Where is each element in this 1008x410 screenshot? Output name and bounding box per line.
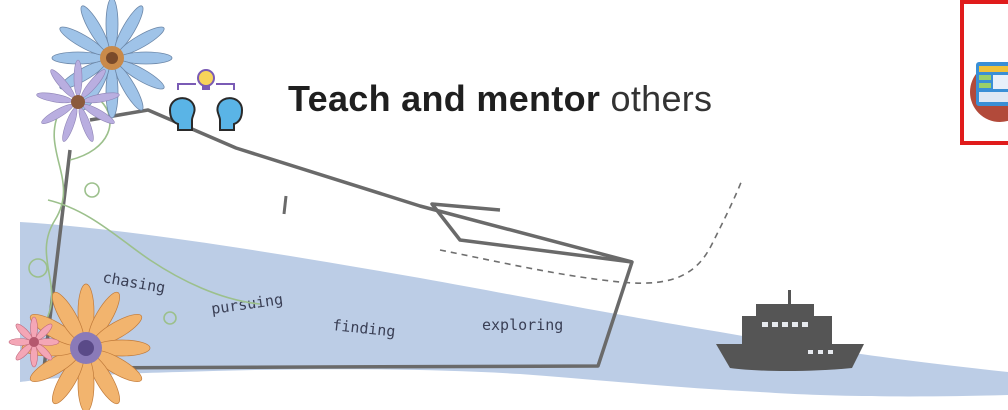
flower-mid-icon — [36, 59, 120, 142]
ship-icon — [716, 290, 864, 371]
frame-top — [89, 108, 633, 264]
slide-heading: Teach and mentor others — [288, 78, 712, 120]
heading-light-text: others — [600, 78, 713, 119]
slide-thumbnail-highlight[interactable] — [960, 0, 1008, 145]
slide-thumbnail-icon — [970, 62, 1008, 122]
river-word-exploring: exploring — [482, 316, 563, 334]
vine-decoration — [28, 99, 261, 331]
flower-small-icon — [8, 316, 60, 368]
flower-bottom-icon — [21, 283, 151, 410]
mentor-heads-lightbulb-icon — [168, 69, 244, 131]
heading-bold-text: Teach and mentor — [288, 78, 601, 119]
dashed-route — [439, 179, 743, 284]
